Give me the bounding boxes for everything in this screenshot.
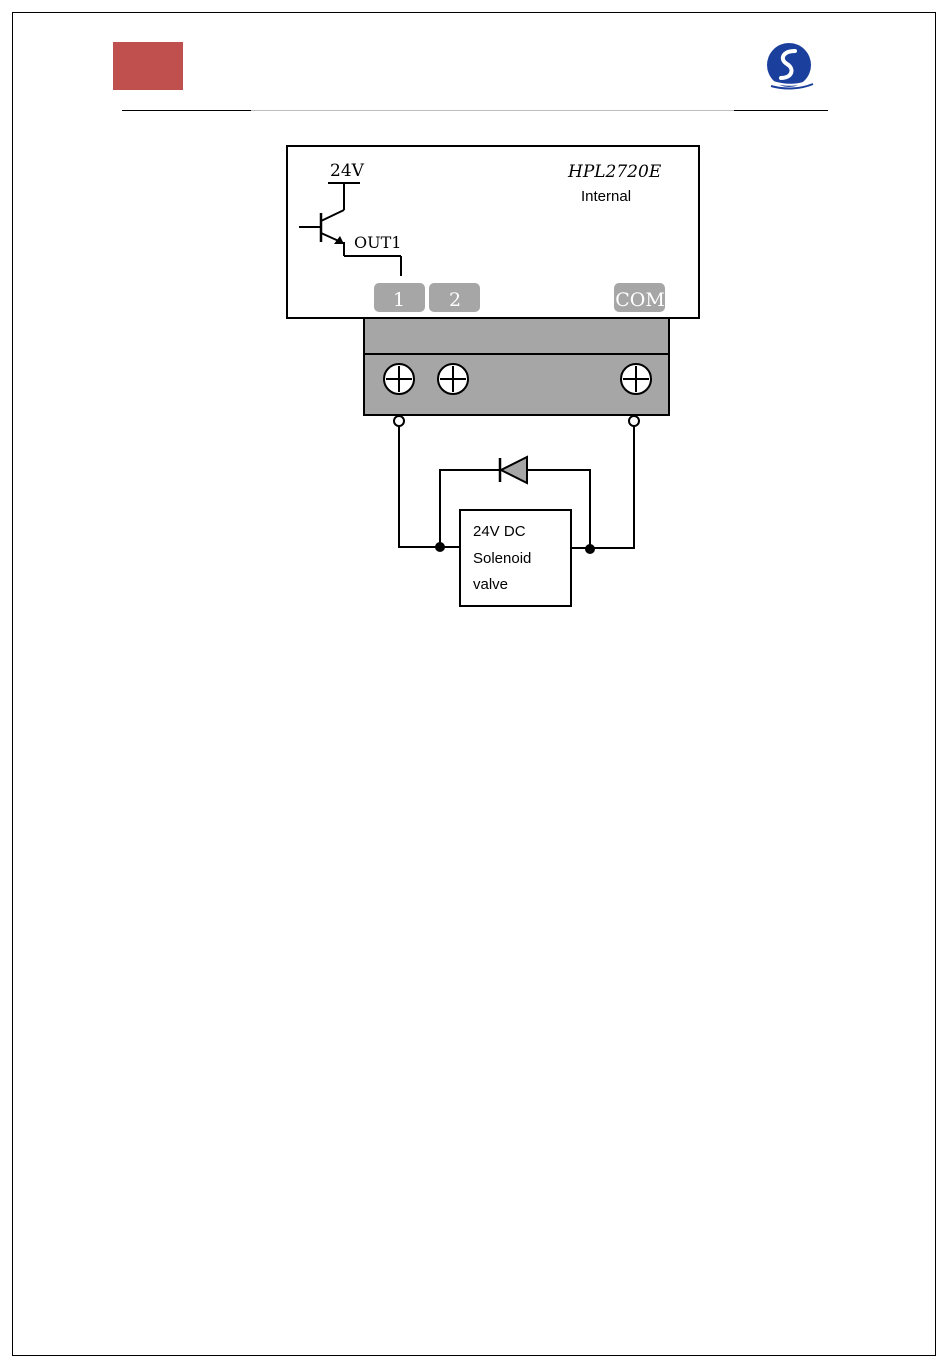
- screw-2-icon: [438, 364, 468, 394]
- junction-right: [585, 544, 595, 554]
- terminal-1-label: 1: [393, 289, 405, 311]
- diode-symbol: [500, 457, 527, 483]
- wire-terminal-com: [629, 416, 639, 426]
- screw-1-icon: [384, 364, 414, 394]
- supply-voltage-label: 24V: [330, 161, 365, 181]
- wire-terminal-1: [394, 416, 404, 426]
- junction-left: [435, 542, 445, 552]
- internal-label: Internal: [581, 188, 631, 205]
- terminal-com-label: COM: [615, 289, 665, 311]
- wire-com: [571, 426, 634, 548]
- output-label: OUT1: [354, 233, 401, 252]
- model-label: HPL2720E: [567, 162, 662, 182]
- load-label-line-3: valve: [473, 576, 508, 593]
- wire-out1: [399, 426, 460, 547]
- terminal-block-top: [364, 318, 669, 354]
- screw-com-icon: [621, 364, 651, 394]
- load-label-line-2: Solenoid: [473, 550, 531, 567]
- load-label-line-1: 24V DC: [473, 523, 526, 540]
- terminal-2-label: 2: [449, 289, 461, 311]
